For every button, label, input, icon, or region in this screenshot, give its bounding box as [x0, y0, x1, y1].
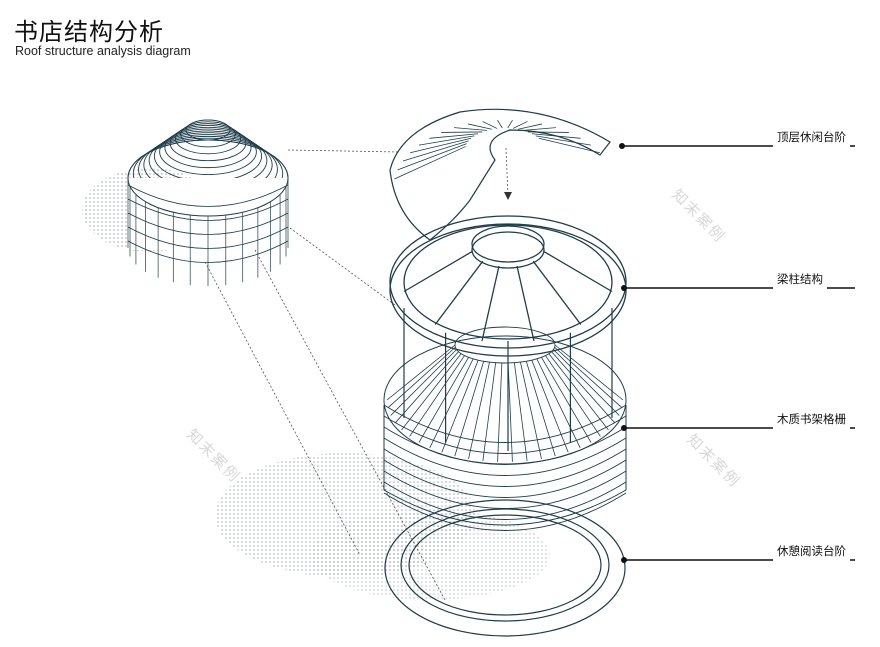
shelf-grille-layer — [383, 326, 627, 531]
page-title: 书店结构分析 — [14, 18, 164, 46]
label-top-rest-steps: 顶层休闲台阶 — [773, 128, 850, 147]
overview-building — [127, 119, 289, 286]
top-steps-layer — [389, 108, 611, 241]
leader-lines — [622, 145, 855, 561]
label-rest-reading-steps: 休憩阅读台阶 — [773, 542, 850, 561]
reading-steps-layer — [384, 499, 626, 637]
page-subtitle: Roof structure analysis diagram — [15, 44, 191, 58]
projection-lines — [204, 147, 509, 601]
down-arrow-icon — [504, 192, 512, 200]
label-beam-column: 梁柱结构 — [773, 270, 827, 289]
label-wood-shelf-grille: 木质书架格栅 — [773, 410, 850, 429]
beam-column-layer — [389, 215, 627, 451]
leader-dots — [619, 143, 627, 563]
